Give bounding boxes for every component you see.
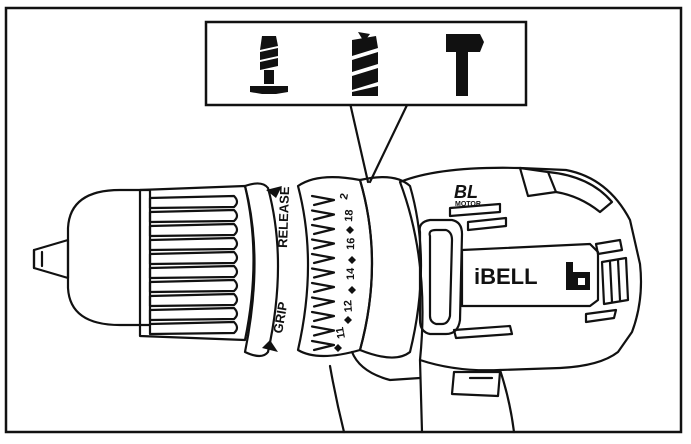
hammer-icon bbox=[446, 34, 484, 96]
brand-label: iBELL bbox=[474, 264, 538, 289]
brand-logo-icon bbox=[566, 262, 590, 290]
chuck-rib bbox=[148, 194, 239, 210]
release-label: RELEASE bbox=[275, 186, 292, 248]
chuck-rib bbox=[148, 222, 239, 238]
torque-tooth bbox=[310, 339, 336, 352]
chuck-rib bbox=[148, 250, 239, 266]
torque-tooth bbox=[310, 325, 336, 337]
pointer-line-left bbox=[348, 101, 370, 184]
torque-tooth bbox=[310, 238, 336, 250]
torque-number-12: 12 bbox=[342, 300, 355, 313]
torque-tooth bbox=[310, 194, 336, 207]
chuck-nose bbox=[66, 188, 152, 327]
torque-tooth bbox=[310, 252, 336, 265]
torque-tooth bbox=[310, 281, 336, 294]
drill-body: iBELL bbox=[328, 166, 643, 434]
grip-collar bbox=[243, 182, 280, 358]
mode-collar bbox=[358, 175, 423, 359]
torque-tooth bbox=[310, 209, 336, 221]
torque-number-14: 14 bbox=[345, 267, 357, 280]
chuck-rib bbox=[148, 320, 239, 336]
torque-tooth bbox=[310, 296, 336, 308]
chuck-rib bbox=[148, 236, 239, 252]
chuck-rib bbox=[148, 306, 239, 322]
bl-label: BL bbox=[454, 182, 478, 202]
torque-ring: 2 18 16 14 12 11 bbox=[296, 176, 374, 358]
drilling-icon bbox=[352, 32, 378, 96]
torque-tooth bbox=[310, 310, 336, 323]
pointer-line-right bbox=[368, 101, 410, 184]
bit-tip bbox=[32, 238, 70, 280]
chuck-rib bbox=[148, 264, 239, 280]
bl-motor-badge: BL MOTOR bbox=[454, 182, 481, 208]
torque-number-16: 16 bbox=[345, 237, 357, 250]
chuck-rib bbox=[148, 292, 239, 308]
motor-label: MOTOR bbox=[455, 201, 481, 208]
release-arrow-icon bbox=[266, 186, 282, 198]
screwdriving-icon bbox=[250, 36, 288, 94]
torque-tooth bbox=[310, 267, 336, 279]
grip-label: GRIP bbox=[270, 300, 290, 334]
torque-tooth bbox=[310, 223, 336, 236]
chuck-rib bbox=[148, 208, 239, 224]
torque-number-2: 2 bbox=[338, 192, 351, 200]
torque-number-18: 18 bbox=[343, 209, 356, 222]
mode-panel bbox=[204, 20, 528, 107]
torque-number-11: 11 bbox=[334, 326, 348, 340]
chuck-sleeve bbox=[138, 184, 255, 342]
grip-arrow-icon bbox=[262, 340, 278, 352]
chuck-rib bbox=[148, 278, 239, 294]
